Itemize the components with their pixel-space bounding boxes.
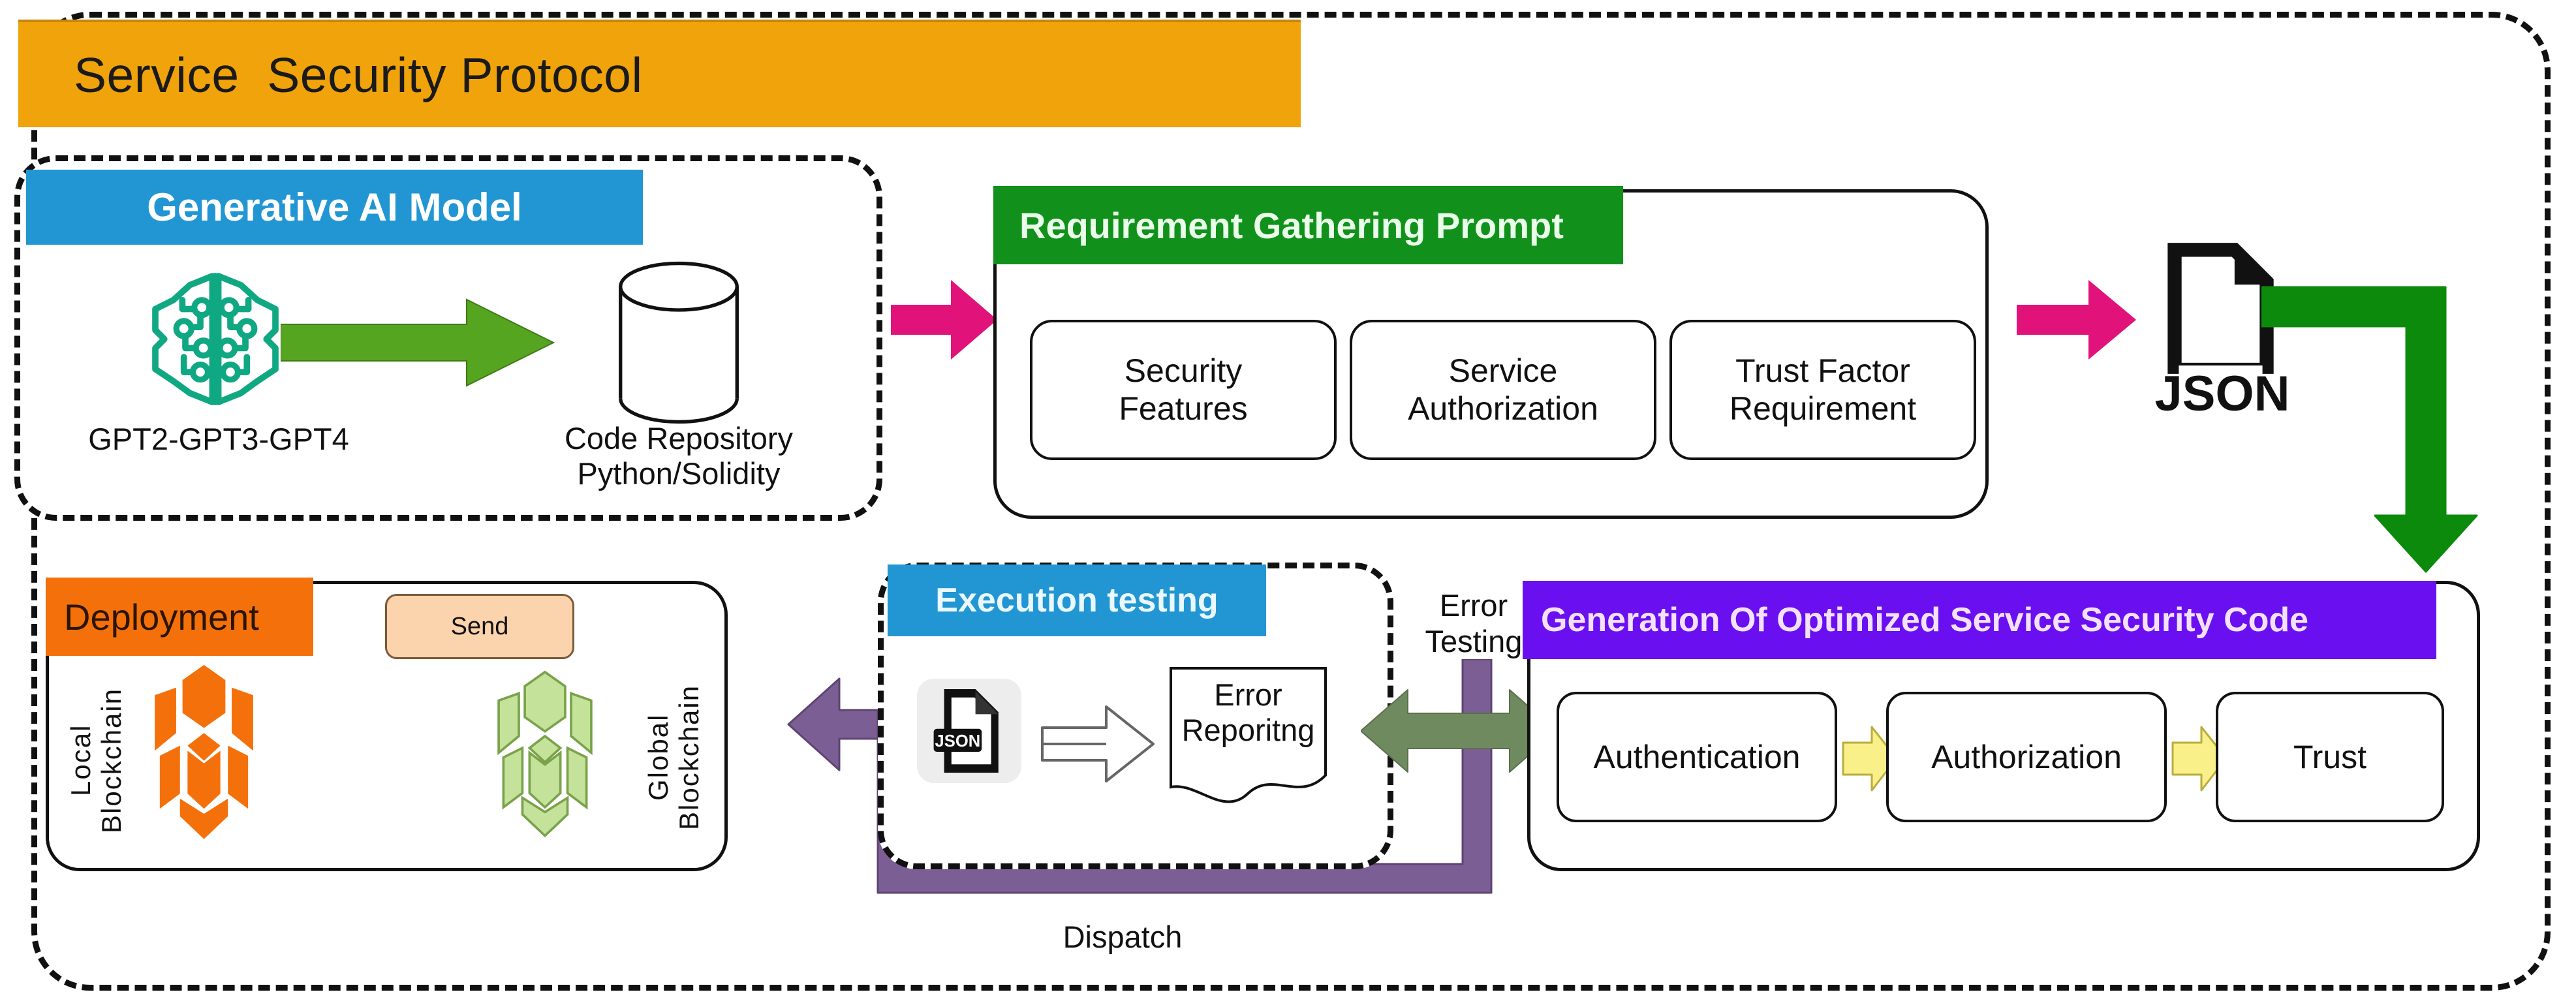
brain-circuit-icon xyxy=(140,261,290,411)
code-repository-line2: Python/Solidity xyxy=(577,456,781,491)
code-repository-line1: Code Repository xyxy=(564,421,794,456)
page-title-banner: Service Security Protocol xyxy=(18,20,1301,127)
deployment-header-label: Deployment xyxy=(64,596,259,638)
page-title: Service Security Protocol xyxy=(74,47,643,102)
green-blockchain-hex-icon xyxy=(480,669,610,848)
generation-card-trust[interactable]: Trust xyxy=(2216,692,2444,822)
error-reporting-label: Error Reporitng xyxy=(1168,677,1328,747)
send-button[interactable]: Send xyxy=(385,594,574,659)
json-file-icon xyxy=(2150,232,2291,385)
requirement-gathering-header-label: Requirement Gathering Prompt xyxy=(1019,204,1564,246)
error-testing-label: Error Testing xyxy=(1389,587,1559,660)
requirement-card-2-line1: Trust Factor xyxy=(1735,352,1910,389)
generation-optimized-code-header: Generation Of Optimized Service Security… xyxy=(1523,581,2436,659)
global-blockchain-label: Global Blockchain xyxy=(643,684,705,830)
error-report-document-icon xyxy=(1168,666,1328,806)
genai-to-requirement-arrow xyxy=(891,277,999,362)
orange-blockchain-hex-icon xyxy=(134,662,274,852)
chevron-right-icon-2 xyxy=(2170,724,2229,793)
database-cylinder-icon xyxy=(604,261,754,424)
requirement-to-json-arrow xyxy=(2017,277,2137,362)
svg-text:JSON: JSON xyxy=(935,732,981,750)
generative-ai-header: Generative AI Model xyxy=(26,170,643,245)
generation-optimized-code-header-label: Generation Of Optimized Service Security… xyxy=(1541,601,2309,639)
requirement-gathering-header: Requirement Gathering Prompt xyxy=(993,186,1623,264)
error-reporting-line2: Reporitng xyxy=(1181,712,1315,747)
local-blockchain-label: Local Blockchain xyxy=(65,687,127,833)
json-label: JSON xyxy=(2154,366,2290,422)
requirement-card-1-line2: Authorization xyxy=(1408,390,1598,427)
error-testing-line2: Testing xyxy=(1425,624,1523,659)
requirement-card-1-line1: Service xyxy=(1448,352,1558,389)
requirement-card-0-line2: Features xyxy=(1119,390,1248,427)
gpt-models-label: GPT2-GPT3-GPT4 xyxy=(88,422,349,456)
generative-ai-header-label: Generative AI Model xyxy=(147,185,522,229)
chevron-right-icon-1 xyxy=(1840,724,1899,793)
send-button-label: Send xyxy=(450,612,509,640)
requirement-card-0-line1: Security xyxy=(1124,352,1243,389)
json-file-icon-small: JSON xyxy=(917,679,1021,783)
requirement-card-trust-factor-requirement[interactable]: Trust Factor Requirement xyxy=(1669,320,1976,460)
error-reporting-line1: Error xyxy=(1214,677,1282,712)
code-repository-label: Code Repository Python/Solidity xyxy=(516,421,842,491)
dispatch-label: Dispatch xyxy=(1063,920,1183,954)
requirement-card-2-line2: Requirement xyxy=(1729,390,1917,427)
execution-testing-header-label: Execution testing xyxy=(935,581,1218,619)
genai-to-repo-arrow xyxy=(280,297,555,388)
generation-card-authentication[interactable]: Authentication xyxy=(1557,692,1837,822)
json-to-generation-arrow xyxy=(2260,281,2496,574)
requirement-card-security-features[interactable]: Security Features xyxy=(1030,320,1337,460)
error-testing-line1: Error xyxy=(1439,588,1508,623)
requirement-card-service-authorization[interactable]: Service Authorization xyxy=(1350,320,1656,460)
execution-testing-header: Execution testing xyxy=(888,564,1266,636)
hollow-right-arrow-icon xyxy=(1041,702,1155,786)
deployment-header: Deployment xyxy=(46,578,313,656)
generation-card-authorization[interactable]: Authorization xyxy=(1886,692,2167,822)
